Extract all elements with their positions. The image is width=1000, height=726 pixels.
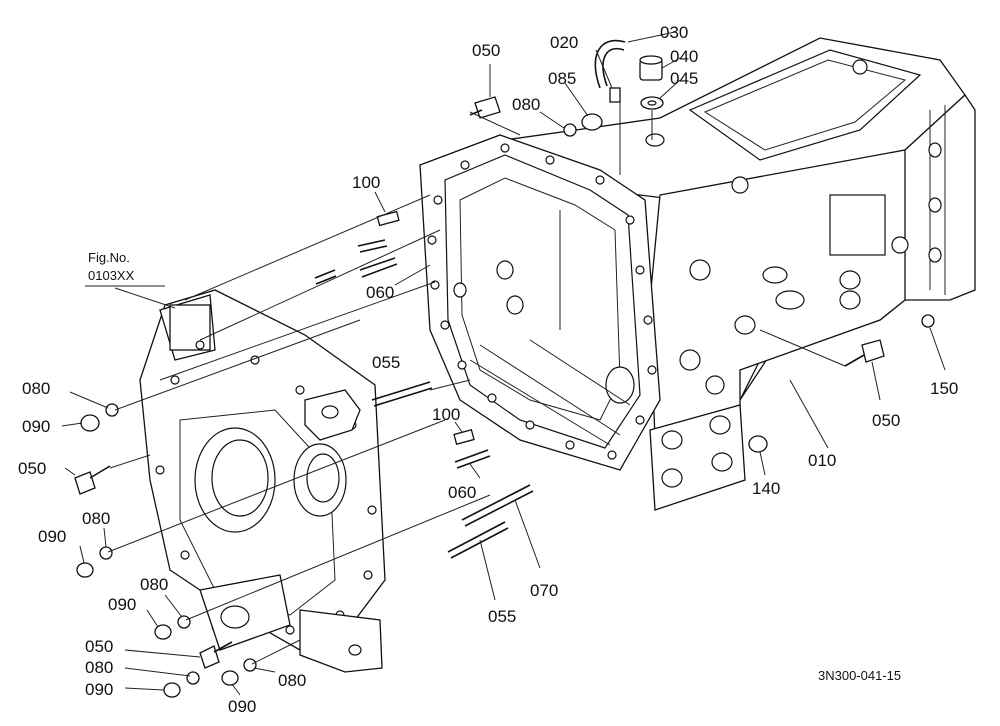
leader-lines [61,31,946,696]
callout-labels: 050 020 030 040 045 085 080 100 060 055 … [18,23,958,716]
callout-020: 020 [550,33,578,52]
plug-140 [748,435,768,453]
washer-080-b [105,403,119,417]
washer-080-top [563,123,577,137]
callout-030: 030 [660,23,688,42]
callout-090: 090 [108,595,136,614]
callout-060: 060 [366,283,394,302]
callout-100: 100 [432,405,460,424]
callout-080: 080 [82,509,110,528]
callout-150: 150 [930,379,958,398]
callout-100: 100 [352,173,380,192]
plug-150 [921,314,935,328]
callout-090: 090 [228,697,256,716]
nut-090-d [163,682,181,698]
washer-080-e [186,671,200,685]
nut-090-b [76,562,94,578]
callout-090: 090 [85,680,113,699]
drawing-code: 3N300-041-15 [818,668,901,683]
bolt-050-top [469,96,501,119]
stud-060-lower [454,449,491,469]
stud-055-left [371,381,433,407]
transmission-case [419,37,976,511]
callout-040: 040 [670,47,698,66]
washer-080-d [177,615,191,629]
stud-060-upper [314,239,398,285]
fig-ref-title: Fig.No. [88,250,130,265]
callout-070: 070 [530,581,558,600]
callout-050: 050 [18,459,46,478]
callout-080: 080 [512,95,540,114]
pin-100-upper [376,210,400,227]
callout-060: 060 [448,483,476,502]
stud-055-lower [447,521,509,559]
nut-090-c [154,624,172,640]
callout-050: 050 [872,411,900,430]
pin-100-lower [453,429,475,445]
stud-070 [461,484,534,527]
bolt-050-right [844,339,885,367]
callout-010: 010 [808,451,836,470]
callout-050: 050 [472,41,500,60]
nut-085 [581,113,603,131]
callout-085: 085 [548,69,576,88]
callout-080: 080 [140,575,168,594]
callout-055: 055 [372,353,400,372]
washer-080-c [99,546,113,560]
nut-090-e [221,670,239,686]
callout-050: 050 [85,637,113,656]
callout-080: 080 [22,379,50,398]
assembly-lines [107,102,846,665]
plug-040 [639,55,663,81]
callout-080: 080 [85,658,113,677]
callout-140: 140 [752,479,780,498]
hose-030 [594,39,626,89]
callout-080: 080 [278,671,306,690]
callout-055: 055 [488,607,516,626]
bolt-050-left [74,465,111,495]
fig-ref-number: 0103XX [88,268,135,283]
figure-reference: Fig.No. 0103XX [88,250,135,283]
clutch-housing [139,289,386,673]
washer-080-f [243,658,257,672]
bolt-050-lower [199,641,233,669]
callout-090: 090 [22,417,50,436]
hardware [74,39,935,698]
callout-090: 090 [38,527,66,546]
fitting-020 [609,87,621,103]
nut-090-a [80,414,100,432]
callout-045: 045 [670,69,698,88]
